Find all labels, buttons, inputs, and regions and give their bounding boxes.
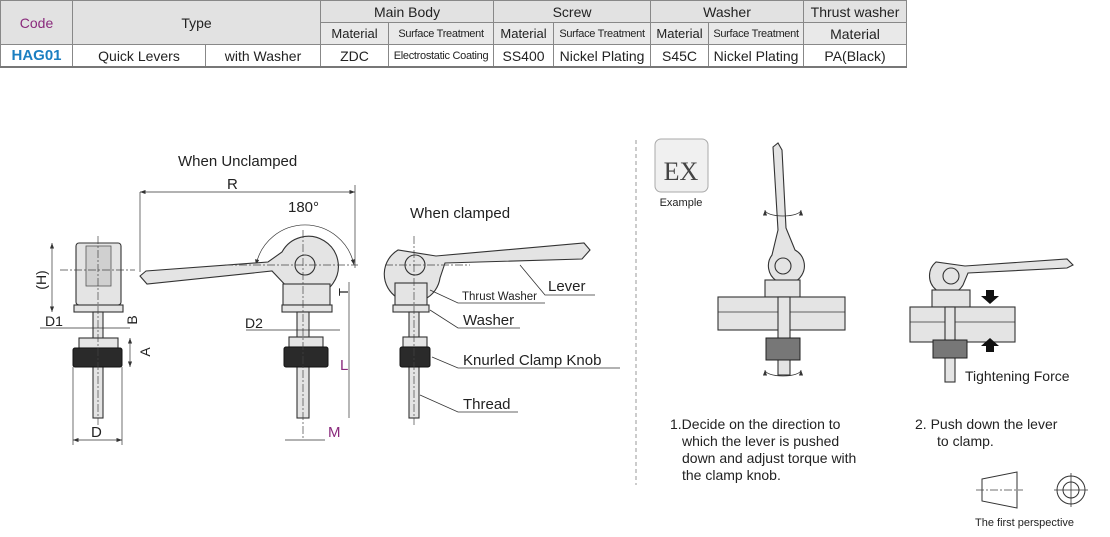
table-row: HAG01 Quick Levers with Washer ZDC Elect… [0,44,908,68]
dim-m-label: M [328,424,341,441]
example-badge-icon [654,138,709,193]
clamped-view: When clamped Lever Thrust Washer Washer … [383,205,620,425]
cell-body-treatment: Electrostatic Coating [388,44,495,68]
subheader-material: Material [320,22,390,45]
cell-thrust-material: PA(Black) [803,44,908,68]
header-main-body: Main Body [320,0,495,23]
cell-code: HAG01 [0,44,73,68]
first-angle-projection-icon [976,471,1088,509]
subheader-surface-treatment: Surface Treatment [708,22,805,45]
spec-table: Code Type Main Body Screw Washer Thrust … [0,0,908,68]
header-type: Type [71,0,322,45]
lever-label: Lever [548,278,586,295]
cell-body-material: ZDC [320,44,390,68]
dim-r-label: R [227,176,238,193]
cell-washer-treatment: Nickel Plating [708,44,805,68]
thread-label: Thread [463,396,511,413]
unclamped-view: When Unclamped R 180° T D2 L M [139,153,358,441]
cell-washer-material: S45C [650,44,710,68]
cell-screw-treatment: Nickel Plating [553,44,652,68]
side-view: (H) D1 B A D [33,236,153,445]
step1-line: which the lever is pushed [681,433,839,449]
washer-label: Washer [463,312,514,329]
cell-screw-material: SS400 [493,44,555,68]
thrust-washer-label: Thrust Washer [462,291,537,303]
clamped-title: When clamped [410,205,510,222]
step1-text: 1.Decide on the direction to which the l… [670,416,856,483]
step1-line: down and adjust torque with [682,450,856,466]
cell-type1: Quick Levers [72,44,206,68]
down-arrow-icon [981,290,999,304]
subheader-surface-treatment: Surface Treatment [388,22,495,45]
dim-b-label: B [124,315,140,324]
example-badge-text: EX [664,157,699,186]
header-thrust-washer: Thrust washer [803,0,908,23]
dim-h-label: (H) [33,270,49,289]
subheader-surface-treatment: Surface Treatment [553,22,652,45]
subheader-material: Material [650,22,710,45]
step2-line: to clamp. [937,433,994,449]
dim-d2-label: D2 [245,315,263,331]
unclamped-title: When Unclamped [178,153,297,170]
subheader-material: Material [803,22,908,45]
dim-d-label: D [91,424,102,441]
dim-t-label: T [336,288,351,296]
cell-type2: with Washer [204,44,322,68]
dim-d1-label: D1 [45,313,63,329]
example-section: EX Example Tightening Force 1. [654,138,1088,529]
header-washer: Washer [650,0,805,23]
example-label: Example [660,197,703,209]
step1-line: the clamp knob. [682,467,781,483]
step2-text: 2. Push down the lever to clamp. [915,416,1058,449]
up-arrow-icon [981,338,999,352]
step2-line: 2. Push down the lever [915,416,1058,432]
projection-label: The first perspective [975,517,1074,529]
angle-label: 180° [288,199,319,216]
header-code: Code [0,0,73,45]
knob-label: Knurled Clamp Knob [463,352,601,369]
subheader-material: Material [493,22,555,45]
step1-line: 1.Decide on the direction to [670,416,841,432]
dim-l-label: L [340,357,348,374]
header-screw: Screw [493,0,652,23]
tightening-force-label: Tightening Force [965,368,1070,384]
dim-a-label: A [137,347,153,357]
